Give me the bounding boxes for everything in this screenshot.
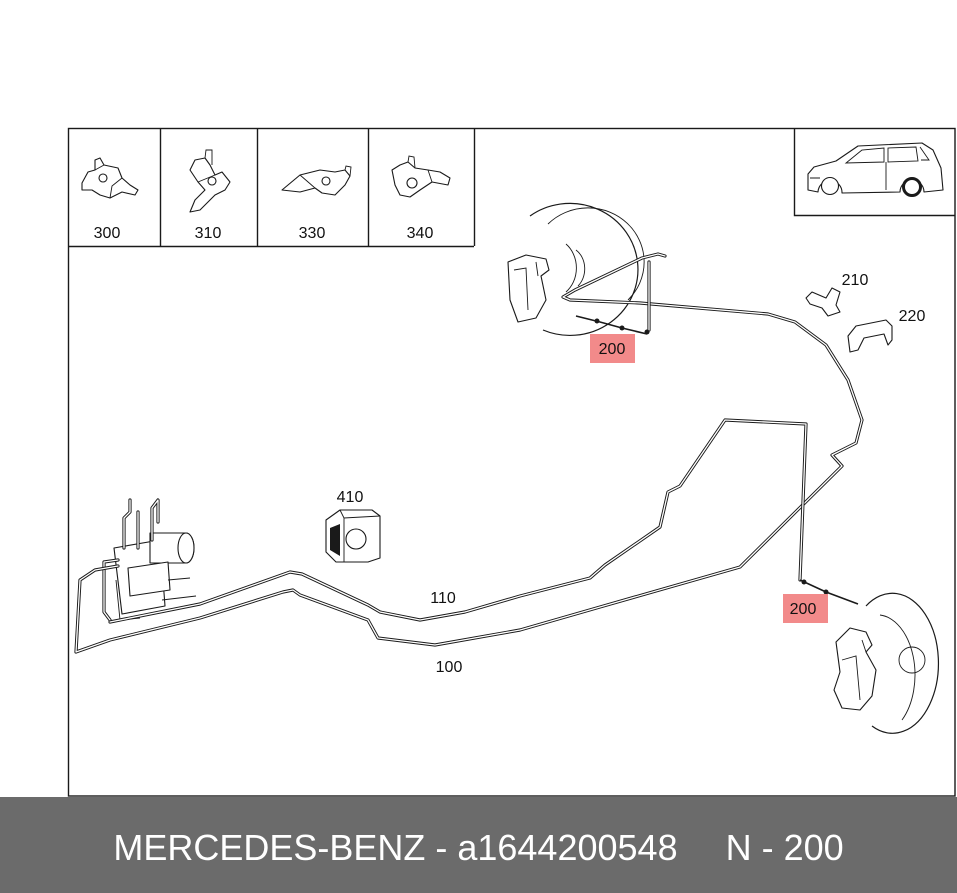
- position-text: N - 200: [725, 827, 844, 868]
- bracket-330-icon: [281, 165, 352, 196]
- hydraulic-unit-icon: [102, 498, 197, 622]
- thumbnail-label-340: 340: [407, 225, 434, 242]
- highlight-front-hose: [590, 334, 635, 363]
- suv-side-view-icon: [807, 142, 944, 197]
- rear-brake-disc: [833, 592, 940, 734]
- bracket-300-icon: [81, 157, 139, 199]
- bracket-340-icon: [391, 155, 451, 198]
- bracket-310-icon: [189, 149, 231, 213]
- thumbnail-strip: 300 310 330 340: [68, 128, 476, 248]
- vehicle-inset-border: [793, 128, 955, 217]
- part-number-text: MERCEDES-BENZ - a1644200548: [113, 827, 678, 868]
- callout-110: 110: [430, 590, 456, 607]
- bracket-220-icon: [847, 319, 893, 353]
- diagram-frame: [67, 127, 956, 797]
- parts-diagram: 300 310 330 340: [67, 127, 956, 797]
- front-brake-caliper: [507, 254, 550, 323]
- thumbnail-label-310: 310: [195, 225, 222, 242]
- thumbnail-label-300: 300: [94, 225, 121, 242]
- front-brake-hose: [575, 315, 650, 335]
- callout-100: 100: [436, 659, 463, 676]
- brake-line-100: [74, 252, 864, 654]
- vehicle-inset: [793, 128, 955, 217]
- callout-200-rear: 200: [790, 601, 817, 618]
- callout-220: 220: [899, 308, 926, 325]
- brake-line-110: [108, 418, 808, 624]
- thumbnail-label-330: 330: [299, 225, 326, 242]
- part-number-banner: MERCEDES-BENZ - a1644200548 N - 200: [0, 797, 957, 893]
- callout-410: 410: [337, 489, 364, 506]
- rear-brake-hose: [799, 579, 859, 605]
- front-brake-disc: [507, 202, 645, 337]
- bracket-210-icon: [805, 287, 841, 317]
- callout-210: 210: [842, 272, 869, 289]
- thumbnail-grid-lines: [68, 128, 476, 248]
- callout-200-front: 200: [599, 341, 626, 358]
- highlight-rear-hose: [783, 594, 828, 623]
- part-410-icon: [325, 509, 381, 563]
- rear-brake-caliper: [833, 627, 877, 711]
